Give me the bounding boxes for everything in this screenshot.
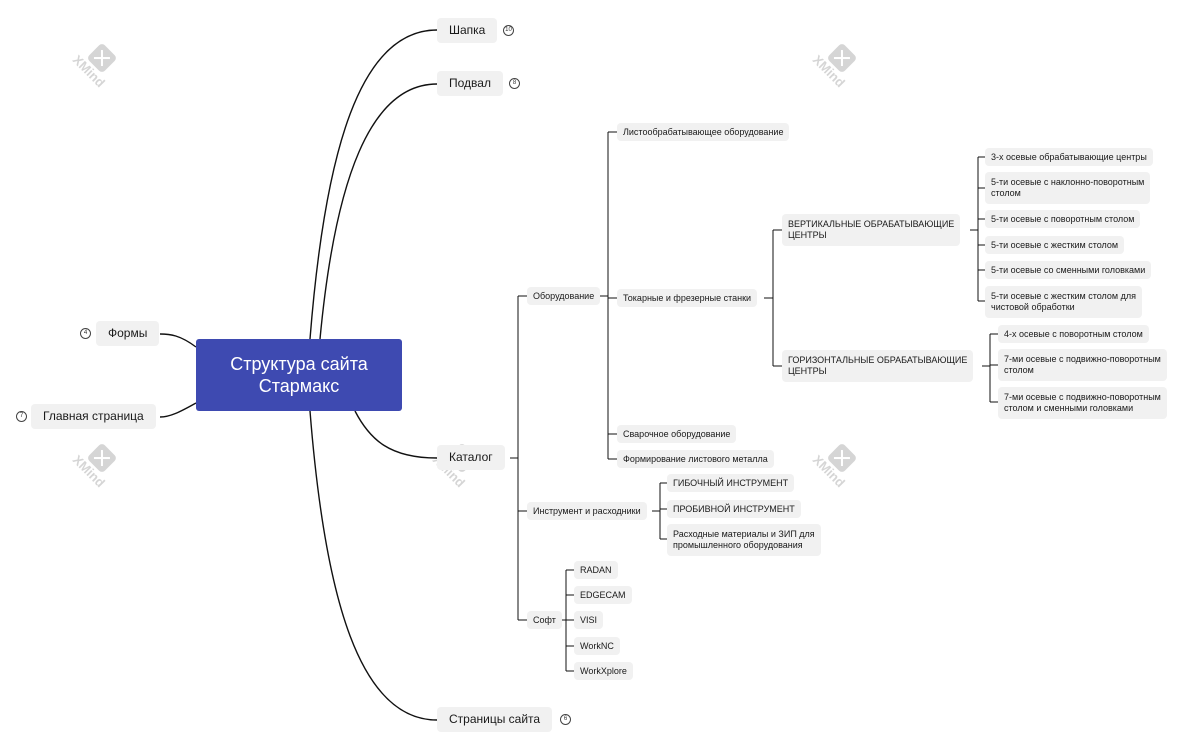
list-item[interactable]: ГИБОЧНЫЙ ИНСТРУМЕНТ [667, 474, 795, 492]
topic-forming[interactable]: Формирование листового металла [617, 450, 774, 468]
topic-welding[interactable]: Сварочное оборудование [617, 425, 737, 443]
footer-count-badge[interactable]: 8 [509, 78, 520, 89]
list-item[interactable]: 4-х осевые с поворотным столом [998, 325, 1149, 343]
list-item[interactable]: 5-ти осевые со сменными головками [985, 261, 1152, 279]
list-item[interactable]: RADAN [574, 561, 618, 579]
topic-tools[interactable]: Инструмент и расходники [527, 502, 647, 520]
list-item[interactable]: ПРОБИВНОЙ ИНСТРУМЕНТ [667, 500, 801, 518]
list-item[interactable]: 5-ти осевые с поворотным столом [985, 210, 1141, 228]
list-item[interactable]: EDGECAM [574, 586, 632, 604]
root-title-line1: Структура сайта [230, 353, 368, 374]
pages-count-badge[interactable]: 6 [560, 714, 571, 725]
topic-soft[interactable]: Софт [527, 611, 562, 629]
list-item[interactable]: WorkNC [574, 637, 620, 655]
topic-sheet-metal[interactable]: Листообрабатывающее оборудование [617, 123, 790, 141]
topic-site-pages[interactable]: Страницы сайта [437, 707, 553, 732]
topic-header[interactable]: Шапка [437, 18, 498, 43]
topic-vertical-centers[interactable]: ВЕРТИКАЛЬНЫЕ ОБРАБАТЫВАЮЩИЕ ЦЕНТРЫ [782, 214, 961, 246]
topic-lathes[interactable]: Токарные и фрезерные станки [617, 289, 758, 307]
topic-forms[interactable]: Формы [96, 321, 160, 346]
root-title-line2: Стармакс [258, 376, 340, 396]
home-count-badge[interactable]: 7 [16, 411, 27, 422]
root-topic[interactable]: Структура сайта Стармакс [196, 339, 402, 411]
topic-catalog[interactable]: Каталог [437, 445, 505, 470]
list-item[interactable]: 3-х осевые обрабатывающие центры [985, 148, 1153, 166]
header-count-badge[interactable]: 10 [503, 25, 514, 36]
topic-home[interactable]: Главная страница [31, 404, 156, 429]
list-item[interactable]: WorkXplore [574, 662, 633, 680]
topic-equipment[interactable]: Оборудование [527, 287, 601, 305]
list-item[interactable]: 5-ти осевые с жестким столом [985, 236, 1125, 254]
topic-horizontal-centers[interactable]: ГОРИЗОНТАЛЬНЫЕ ОБРАБАТЫВАЮЩИЕ ЦЕНТРЫ [782, 350, 974, 382]
topic-footer[interactable]: Подвал [437, 71, 503, 96]
forms-count-badge[interactable]: 4 [80, 328, 91, 339]
list-item[interactable]: VISI [574, 611, 604, 629]
